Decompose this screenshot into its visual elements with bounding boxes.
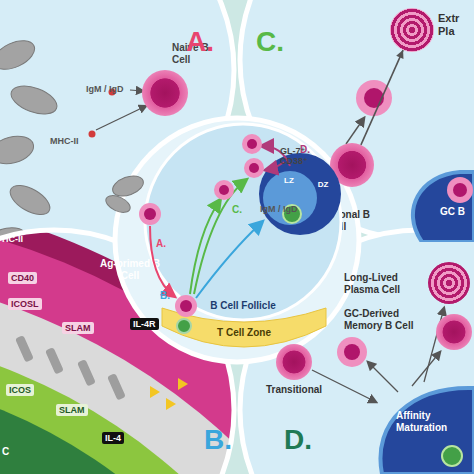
step-letter: A. [156, 238, 166, 250]
apc-cell [0, 132, 37, 169]
apc-cell [103, 192, 132, 216]
panel-letter: A. [186, 26, 214, 58]
receptor [77, 359, 96, 386]
apc-cell [0, 35, 39, 75]
node-text: T Cell Zone [194, 327, 294, 339]
panel-letter: C. [256, 26, 284, 58]
receptor-label: IL-4R [130, 318, 159, 330]
molecule-label: C [2, 446, 9, 458]
molecule-label: HC-II [2, 234, 23, 244]
apc-cell [5, 179, 54, 220]
receptor [107, 373, 126, 400]
node-text: GC-Derived Memory B Cell [344, 308, 430, 331]
molecule-label: SLAM [62, 322, 94, 334]
follicle-circle [145, 124, 341, 320]
cell-nucleus [180, 300, 192, 312]
pointer-line [346, 118, 364, 144]
pointer-line [96, 106, 146, 130]
node-text: Transitional [266, 384, 336, 396]
node-text: Affinity Maturation [396, 410, 466, 433]
b-cell [242, 134, 262, 154]
step-letter: C. [232, 204, 242, 216]
cell-nucleus [144, 208, 156, 220]
tfh-cell [442, 446, 462, 466]
b-cell [244, 158, 264, 178]
pointer-line [412, 352, 440, 386]
b-cell-follicle: B Cell Follicle LZ DZ [143, 122, 343, 322]
b-cell [337, 337, 367, 367]
germinal-center: GC B [400, 170, 474, 242]
marker-label: IgM / IgD [86, 84, 124, 94]
path-arrow [150, 226, 174, 296]
b-cell [175, 295, 197, 317]
node-text: Extr Pla [438, 12, 472, 37]
cytokine [178, 378, 188, 390]
path-arrow [194, 180, 246, 294]
receptor [45, 347, 64, 374]
node-text: Long-Lived Plasma Cell [344, 272, 424, 295]
gc-shape [380, 388, 474, 474]
pointer-line [368, 362, 398, 392]
apc-cell [7, 81, 60, 120]
gc-b-cell [447, 177, 473, 203]
transitional-b-cell: Transitional [276, 344, 312, 380]
plasma-cell: Extr Pla [390, 8, 434, 52]
light-zone [263, 171, 317, 225]
cell-nucleus [344, 344, 360, 360]
node-text: DZ [312, 180, 334, 189]
node-text: B Cell Follicle [183, 300, 303, 312]
center-bubble [115, 118, 359, 362]
cytokine [166, 398, 176, 410]
edge-line [361, 50, 403, 145]
cytokine-label: IL-4 [102, 432, 124, 444]
cell-nucleus [247, 139, 257, 149]
edge-connector [361, 50, 404, 145]
path-arrow [196, 222, 262, 298]
step-letter: B. [160, 290, 170, 302]
node-text: Ag-primed B Cell [100, 258, 160, 281]
edge-arrowhead [396, 50, 403, 59]
panel-letter: D. [284, 424, 312, 456]
receptor [15, 335, 34, 362]
germinal-center: Affinity Maturation [372, 382, 474, 474]
path-arrow [190, 200, 220, 294]
gc-shape [413, 172, 474, 242]
marker-label: IgM / IgD [260, 204, 298, 214]
cell-nucleus [249, 163, 259, 173]
marker-label: MHC-II [50, 136, 79, 146]
t-cell [177, 319, 191, 333]
b-cell-band: Ag-primed B Cell [100, 258, 160, 288]
marker-label: GL-7⁺ CD38⁺ [280, 146, 322, 167]
antigen-dot [89, 131, 96, 138]
panel-letter: B. [204, 424, 232, 456]
b-cell [139, 203, 161, 225]
node-text: LZ [278, 176, 300, 185]
molecule-label: ICOS [6, 384, 34, 396]
naive-b-cell: Naive B Cell [142, 70, 188, 116]
plasma-cell: Long-Lived Plasma Cell [428, 262, 470, 304]
cell-nucleus [453, 183, 467, 197]
node-text: GC B [440, 206, 474, 218]
b-cell [214, 180, 234, 200]
memory-b-cell: GC-Derived Memory B Cell [436, 314, 472, 350]
molecule-label: ICOSL [8, 298, 42, 310]
molecule-label: SLAM [56, 404, 88, 416]
molecule-label: CD40 [8, 272, 37, 284]
cell-nucleus [219, 185, 229, 195]
cytokine [150, 386, 160, 398]
